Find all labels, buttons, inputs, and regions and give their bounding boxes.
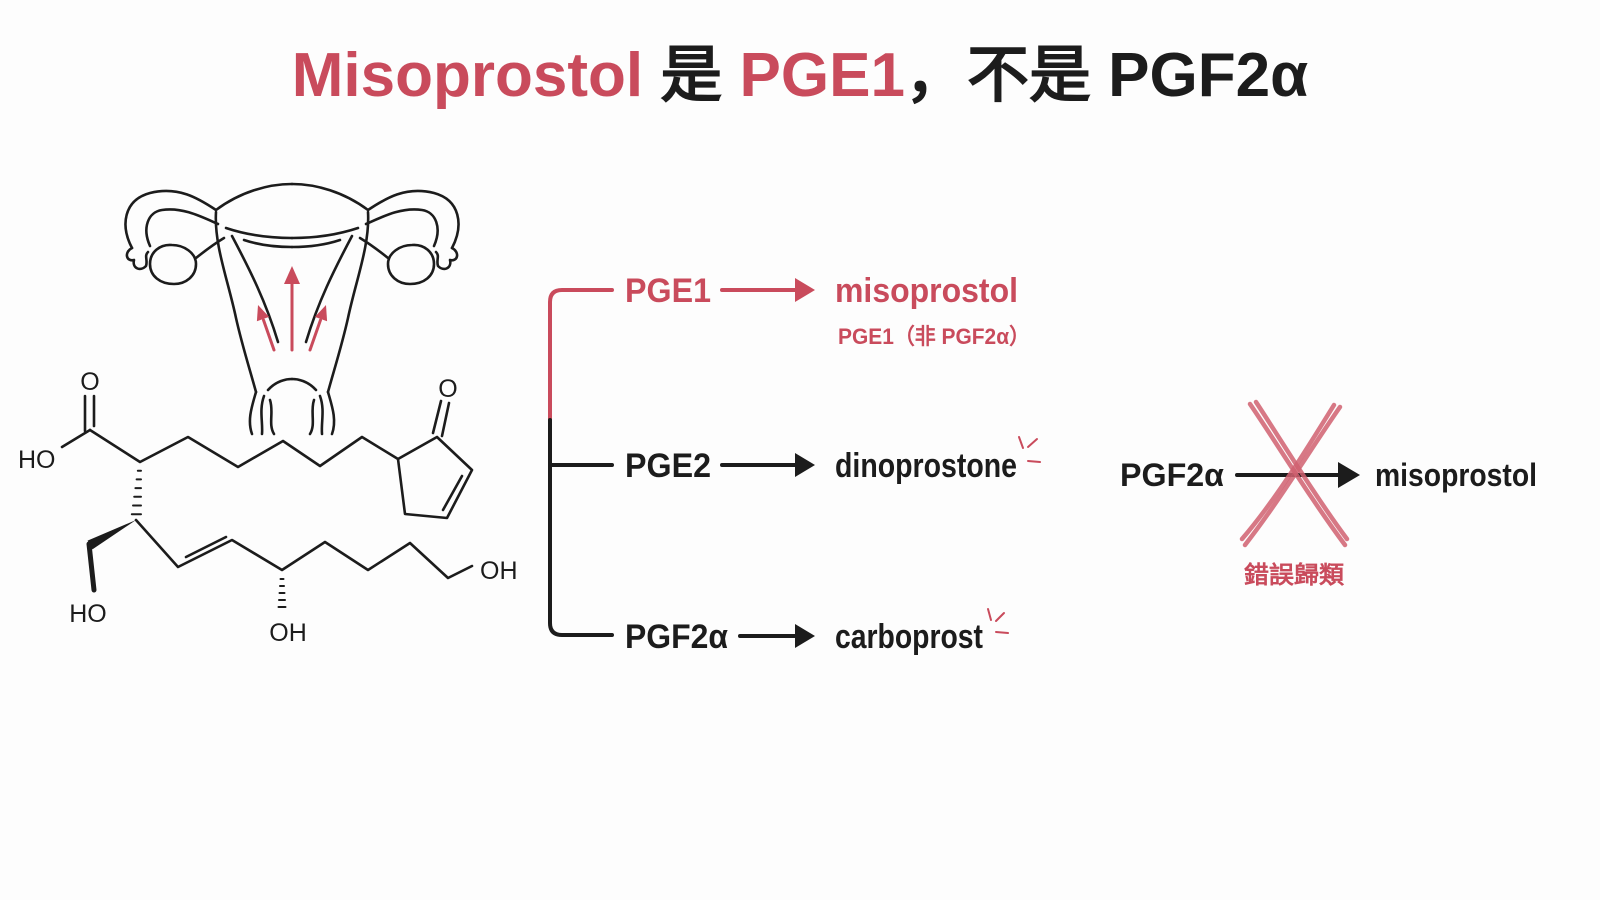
atom-side-ho: HO [69, 600, 107, 628]
bold-wedge [87, 520, 136, 550]
drug-label: misoprostol [835, 272, 1018, 310]
carboxyl-oh-bond [60, 428, 92, 449]
cavity-top-left [224, 226, 294, 240]
arrow-right-icon [738, 624, 815, 648]
cavity-fundus-right [290, 238, 342, 249]
arrow-up-right-icon [308, 305, 328, 352]
classification-tree: PGE1 misoprostol PGE1（非 PGF2α） PGE2 dino… [548, 272, 1041, 656]
lower-chain [134, 518, 474, 580]
arrow-right-icon [720, 453, 815, 477]
cavity-top-right [290, 226, 360, 240]
title-pge1: PGE1 [739, 41, 905, 110]
misclassification: PGF2α misoprostol 錯誤歸類 [1120, 399, 1537, 589]
cross-mark-icon [1239, 399, 1350, 548]
ring-double-bond [441, 474, 464, 512]
uterus-right-half [290, 182, 460, 436]
atom-carboxyl-o: O [80, 368, 99, 396]
hydroxymethyl-bond [86, 541, 97, 593]
cervix-left [248, 390, 276, 436]
ketone-double-bond [431, 399, 451, 438]
fallopian-tube-right-inner [364, 208, 439, 248]
row-pge1: PGE1 misoprostol PGE1（非 PGF2α） [625, 272, 1030, 349]
cyclopentenone-ring [396, 435, 474, 520]
title-is: 是 [643, 41, 740, 110]
cervix-opening-right [290, 377, 318, 392]
atom-ketone-o: O [438, 375, 457, 403]
tree-branch-pge1 [548, 288, 614, 422]
ovarian-ligament-left [194, 236, 226, 260]
arrow-right-icon [720, 278, 815, 302]
atom-chain-oh: OH [269, 619, 307, 647]
fimbriae-left [125, 246, 150, 271]
drug-label: dinoprostone [835, 447, 1017, 485]
class-label: PGF2α [625, 618, 728, 656]
sparkle-icon [987, 608, 1009, 634]
uterus-wall-right [326, 210, 370, 394]
cavity-side-right [304, 234, 354, 344]
uterus-left-half [124, 182, 294, 436]
uterus-wall-left [214, 210, 258, 394]
fallopian-tube-left-outer [124, 182, 294, 250]
fallopian-tube-right-outer [290, 182, 460, 250]
misclassification-label: 錯誤歸類 [1244, 561, 1345, 589]
cavity-side-left [230, 234, 280, 344]
fallopian-tube-left-inner [145, 208, 220, 248]
contraction-arrows [256, 266, 328, 352]
drug-label: carboprost [835, 618, 983, 656]
ovary-left [148, 243, 198, 286]
cervix-opening-left [266, 377, 294, 392]
arrow-up-left-icon [256, 305, 276, 352]
ovarian-ligament-right [358, 236, 390, 260]
arrow-up-center-icon [284, 266, 300, 352]
title-drug: Misoprostol [291, 41, 644, 110]
tree-trunk-lower [548, 418, 614, 637]
page-title: Misoprostol 是 PGE1，不是 PGF2α [30, 40, 1570, 112]
carbonyl-double-bond [83, 394, 96, 433]
row-pgf2a: PGF2α carboprost [625, 608, 1009, 656]
wrong-target-label: misoprostol [1375, 457, 1537, 493]
title-not-pgf2a: ，不是 PGF2α [904, 41, 1309, 110]
alkene-double-bond [184, 535, 228, 559]
cavity-fundus-left [242, 238, 294, 249]
atom-terminal-oh: OH [480, 557, 518, 585]
class-label: PGE2 [625, 447, 711, 485]
uterus-illustration [124, 182, 460, 436]
hashed-wedge-upper [130, 469, 142, 516]
ovary-right [386, 243, 436, 286]
drug-note: PGE1（非 PGF2α） [838, 324, 1030, 349]
fimbriae-right [434, 246, 459, 271]
hashed-wedge-lower [277, 578, 287, 608]
class-label: PGE1 [625, 272, 711, 310]
row-pge2: PGE2 dinoprostone [625, 436, 1041, 485]
cervix-right [308, 390, 336, 436]
sparkle-icon [1018, 436, 1041, 463]
atom-carboxyl-ho: HO [18, 446, 56, 474]
wrong-source-label: PGF2α [1120, 457, 1224, 493]
misoprostol-skeletal-formula: O HO O HO OH OH [18, 368, 518, 647]
upper-chain [88, 428, 400, 469]
